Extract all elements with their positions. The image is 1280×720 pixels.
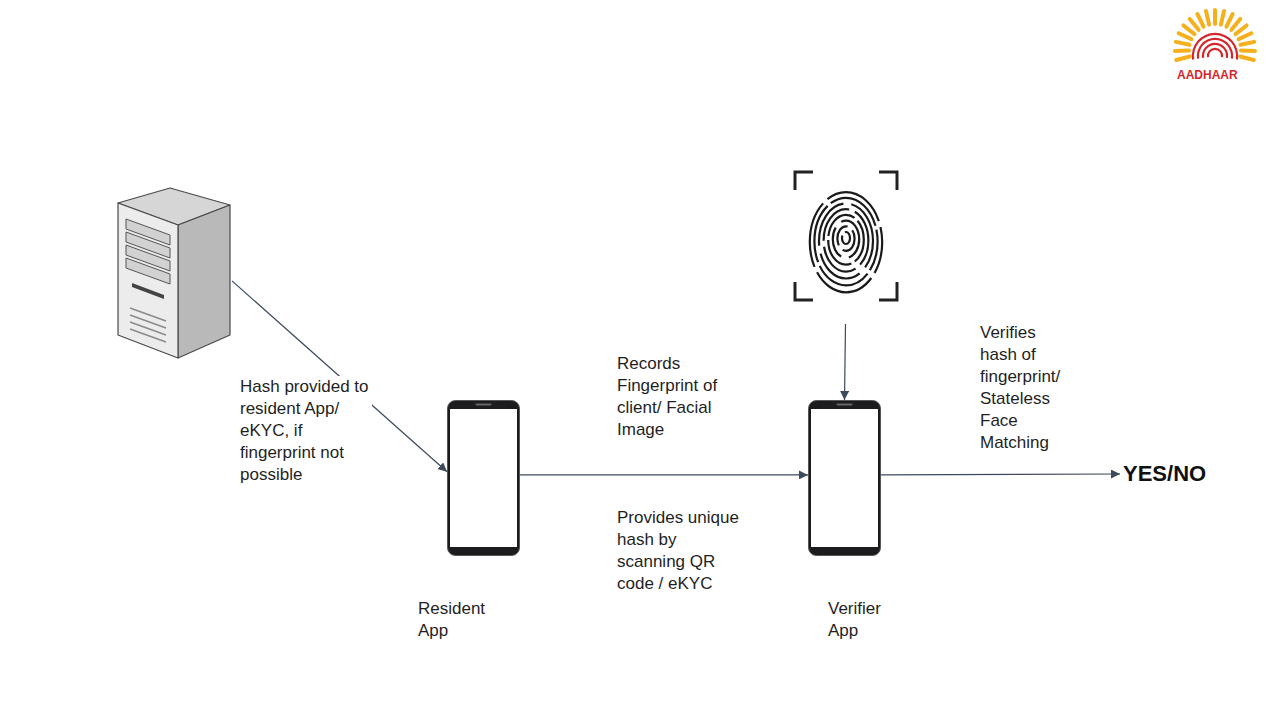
edge-label: Verifies hash of fingerprint/ Stateless … [980,322,1076,454]
logo-ray [1236,25,1247,34]
server-face [178,205,230,358]
logo-ray [1213,10,1217,24]
scan-bracket [879,172,897,190]
phone-body [809,401,881,556]
server-icon [112,188,232,360]
logo-ray [1231,19,1240,30]
scan-ground [758,158,933,324]
edge-label: Hash provided to resident App/ eKYC, if … [240,376,372,486]
vent [130,322,166,335]
fingerprint-scan [758,158,933,324]
phone-drawing [808,400,881,556]
scan-bracket [795,282,813,300]
vent [130,329,166,342]
logo-ray [1226,14,1232,27]
logo-ray [1183,25,1194,34]
phone-speaker [476,404,492,406]
server-drawing [112,188,232,360]
logo-ray [1241,49,1255,53]
logo-text: AADHAAR [1177,67,1257,83]
fingerprint-ridge [824,209,869,271]
drive-bay [126,258,170,284]
edge-note: Provides unique hash by scanning QR code… [617,507,749,595]
arrow-connector [520,474,808,475]
logo-ray [1179,33,1192,39]
fingerprint-ridge [842,232,850,244]
phone-screen [450,409,517,547]
fingerprint-ridge [810,192,882,292]
disk-slot [132,283,164,299]
logo-ray [1239,33,1252,39]
fingerprint-drawing [758,158,933,324]
logo-ring [1207,48,1223,57]
logo-ring [1197,38,1233,59]
phone-app: Resident App [447,400,520,556]
result-text: YES/NO [1120,461,1209,487]
logo-ray [1175,49,1189,53]
logo-ray [1190,19,1199,30]
node-label: Resident App [418,598,500,642]
phone-drawing [447,400,520,556]
aadhaar-logo [1175,10,1255,60]
logo-ray [1240,56,1254,59]
arrow-connector [881,473,1120,475]
node-label: YES/NO [1123,461,1206,487]
scan-bracket [795,172,813,190]
server-face [118,203,178,358]
logo-ray [1240,42,1254,45]
logo-ray [1206,11,1209,25]
phone-screen [811,409,878,547]
phone-app: Verifier App [808,400,881,556]
vent [130,315,166,328]
logo-ray [1176,56,1190,59]
logo-ring [1202,43,1228,58]
scan-bracket [879,282,897,300]
fingerprint-ridge [819,204,873,279]
phone-speaker [837,404,853,406]
fingerprint-ridge [833,221,859,258]
logo-ray [1221,11,1224,25]
arrow-connector [845,324,846,400]
fingerprint-ridge [828,215,864,265]
logo-ring [1192,33,1238,60]
logo-ray [1197,14,1203,27]
fingerprint-ridge [837,226,854,251]
logo-ray [1176,42,1190,45]
phone-body [448,401,520,556]
node-label: Verifier App [828,598,910,642]
edge-label: Records Fingerprint of client/ Facial Im… [617,353,727,441]
vent [130,308,166,321]
fingerprint-ridge [814,198,877,286]
